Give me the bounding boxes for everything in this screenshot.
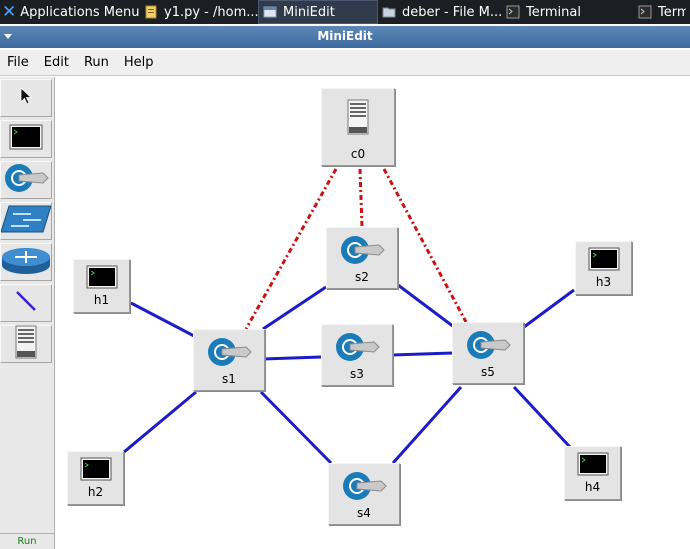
node-label: h2 <box>87 485 104 499</box>
controller-link-c0-s5[interactable] <box>382 168 468 323</box>
host-node-h2[interactable]: h2 <box>67 451 124 505</box>
link-s4-s5[interactable] <box>391 385 463 465</box>
task-label: MiniEdit <box>283 4 335 20</box>
host-node-h4[interactable]: h4 <box>564 446 621 500</box>
terminal-icon <box>506 5 520 19</box>
topology-canvas[interactable]: c0 s2 s1 s3 s5 s4 <box>56 77 690 549</box>
task-label: y1.py - /hom... <box>164 4 258 20</box>
window-title: MiniEdit <box>317 29 373 43</box>
host-node-h1[interactable]: h1 <box>73 259 130 313</box>
link-s1-s4[interactable] <box>259 390 333 465</box>
switch-icon <box>334 331 380 367</box>
task-miniedit[interactable]: MiniEdit <box>258 0 378 24</box>
switch-icon <box>465 329 511 365</box>
host-node-h3[interactable]: h3 <box>575 241 632 295</box>
link-h2-s1[interactable] <box>123 390 197 454</box>
node-label: s5 <box>481 365 495 379</box>
task-terminal-2[interactable]: Termi <box>626 0 686 24</box>
menu-file[interactable]: File <box>7 55 29 70</box>
node-label: h1 <box>93 293 110 307</box>
node-label: s4 <box>357 506 371 520</box>
node-label: c0 <box>350 147 366 161</box>
switch-icon <box>339 234 385 270</box>
switch-node-s1[interactable]: s1 <box>193 329 265 391</box>
task-terminal[interactable]: Terminal <box>502 0 626 24</box>
link-s2-s5[interactable] <box>397 283 455 329</box>
task-file-manager[interactable]: deber - File M... <box>378 0 502 24</box>
router-icon <box>1 245 51 279</box>
text-editor-icon <box>144 5 158 19</box>
switch-icon <box>3 162 49 198</box>
node-label: h4 <box>584 480 601 494</box>
window-title-bar[interactable]: MiniEdit <box>0 26 690 48</box>
pointer-icon <box>18 86 34 110</box>
controller-tool[interactable] <box>0 325 52 363</box>
host-terminal-icon <box>588 247 620 275</box>
host-terminal-icon <box>80 457 112 485</box>
host-terminal-icon <box>9 124 43 154</box>
host-terminal-icon <box>86 265 118 293</box>
switch-tool[interactable] <box>0 161 52 199</box>
terminal-icon <box>638 5 652 19</box>
switch-node-s2[interactable]: s2 <box>326 227 398 289</box>
switch-node-s3[interactable]: s3 <box>321 324 393 386</box>
menu-bar: File Edit Run Help <box>0 50 690 76</box>
menu-help[interactable]: Help <box>123 55 154 70</box>
link-s1-s3[interactable] <box>262 355 322 361</box>
controller-icon <box>347 99 369 139</box>
applications-menu-button[interactable]: ✕ Applications Menu <box>0 0 140 24</box>
task-label: Termi <box>658 4 686 20</box>
link-s1-s2[interactable] <box>262 285 327 331</box>
task-y1py[interactable]: y1.py - /hom... <box>140 0 258 24</box>
node-label: h3 <box>595 275 612 289</box>
tool-palette: Run <box>0 77 55 549</box>
menu-run[interactable]: Run <box>83 55 109 70</box>
node-label: s1 <box>222 372 236 386</box>
window-menu-icon[interactable] <box>3 30 13 40</box>
switch-icon <box>341 470 387 506</box>
node-label: s3 <box>350 367 364 381</box>
link-s5-h4[interactable] <box>512 385 572 449</box>
select-tool[interactable] <box>0 79 52 117</box>
host-tool[interactable] <box>0 120 52 158</box>
controller-link-c0-s1[interactable] <box>244 168 338 330</box>
link-s5-h3[interactable] <box>523 288 575 329</box>
link-icon <box>14 289 38 317</box>
controller-node-c0[interactable]: c0 <box>321 88 395 166</box>
controller-link-c0-s2[interactable] <box>358 168 364 228</box>
router-tool[interactable] <box>0 243 52 281</box>
task-label: deber - File M... <box>402 4 502 20</box>
applications-menu-label: Applications Menu <box>20 4 140 20</box>
taskbar: ✕ Applications Menu y1.py - /hom... Mini… <box>0 0 690 24</box>
folder-icon <box>382 5 396 19</box>
host-terminal-icon <box>577 452 609 480</box>
switch-node-s5[interactable]: s5 <box>452 322 524 384</box>
run-button[interactable]: Run <box>0 533 54 549</box>
legacy-switch-icon <box>0 204 52 238</box>
legacy-switch-tool[interactable] <box>0 202 52 240</box>
link-tool[interactable] <box>0 284 52 322</box>
switch-node-s4[interactable]: s4 <box>328 463 400 525</box>
menu-edit[interactable]: Edit <box>43 55 69 70</box>
switch-icon <box>206 336 252 372</box>
link-s3-s5[interactable] <box>391 351 454 357</box>
link-h1-s1[interactable] <box>130 301 197 339</box>
task-label: Terminal <box>526 4 581 20</box>
xfce-logo-icon: ✕ <box>2 2 17 22</box>
controller-icon <box>15 325 37 363</box>
window-icon <box>263 5 277 19</box>
links-layer <box>123 168 575 465</box>
node-label: s2 <box>355 270 369 284</box>
